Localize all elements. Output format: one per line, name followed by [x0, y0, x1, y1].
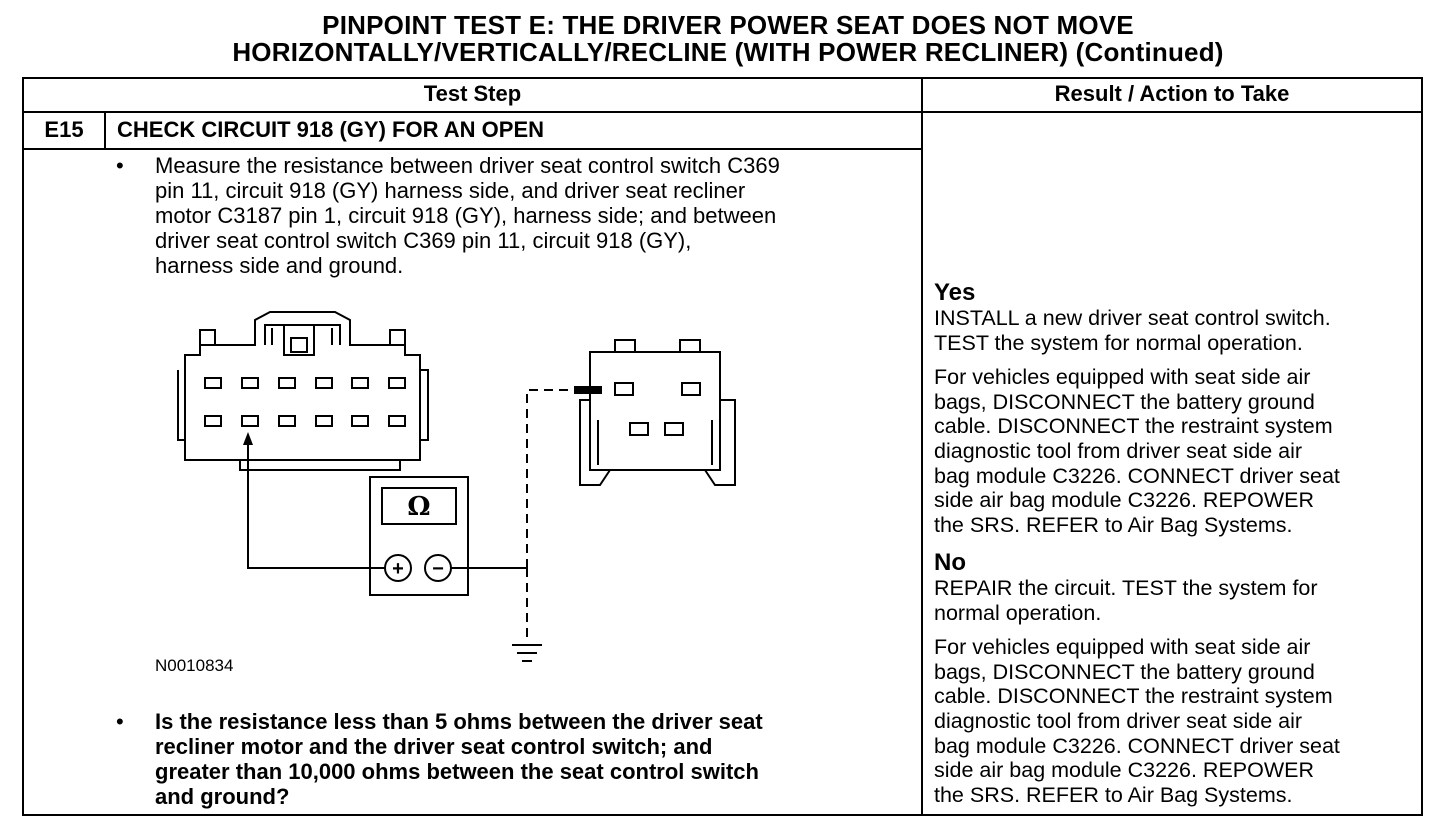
plus-sign: + — [392, 558, 404, 580]
recliner-motor-connector-c3187 — [579, 339, 736, 486]
step-id-divider — [104, 111, 106, 149]
question-line: and ground? — [155, 784, 290, 809]
no-note-line: side air bag module C3226. REPOWER — [934, 758, 1315, 783]
page-title-line-2: HORIZONTALLY/VERTICALLY/RECLINE (WITH PO… — [232, 37, 1224, 67]
instruction-line: Measure the resistance between driver se… — [155, 153, 780, 178]
ohm-symbol: Ω — [407, 492, 430, 522]
probe-tip-negative — [574, 386, 602, 394]
no-note-line: For vehicles equipped with seat side air — [934, 635, 1311, 660]
yes-note-line: side air bag module C3226. REPOWER — [934, 488, 1315, 513]
bullet-instruction: • — [116, 153, 124, 178]
instruction-line: pin 11, circuit 918 (GY) harness side, a… — [155, 178, 746, 203]
yes-note-line: bags, DISCONNECT the battery ground — [934, 389, 1315, 414]
no-note-line: cable. DISCONNECT the restraint system — [934, 684, 1333, 709]
minus-sign: − — [432, 558, 444, 580]
positive-lead — [247, 440, 385, 569]
figure-id: N0010834 — [155, 656, 234, 675]
dashed-lead-to-motor — [526, 389, 575, 568]
no-note-line: bags, DISCONNECT the battery ground — [934, 659, 1315, 684]
question-line: Is the resistance less than 5 ohms betwe… — [155, 709, 763, 734]
question-line: recliner motor and the driver seat contr… — [155, 734, 713, 759]
yes-note-line: cable. DISCONNECT the restraint system — [934, 414, 1333, 439]
step-title: CHECK CIRCUIT 918 (GY) FOR AN OPEN — [117, 117, 545, 142]
bullet-question: • — [116, 709, 124, 734]
result-no-block: No REPAIR the circuit. TEST the system f… — [934, 550, 1420, 807]
no-note-line: bag module C3226. CONNECT driver seat — [934, 733, 1340, 758]
yes-note-line: diagnostic tool from driver seat side ai… — [934, 438, 1303, 463]
result-yes-label: Yes — [934, 279, 976, 306]
instruction-line: driver seat control switch C369 pin 11, … — [155, 228, 692, 253]
yes-note-line: bag module C3226. CONNECT driver seat — [934, 463, 1340, 488]
yes-action-line: TEST the system for normal operation. — [934, 330, 1303, 355]
question-text: Is the resistance less than 5 ohms betwe… — [155, 709, 905, 809]
no-note-line: the SRS. REFER to Air Bag Systems. — [934, 782, 1293, 807]
question-line: greater than 10,000 ohms between the sea… — [155, 759, 759, 784]
no-action-line: REPAIR the circuit. TEST the system for — [934, 576, 1318, 600]
step-title-divider — [22, 148, 922, 150]
result-yes-block: Yes INSTALL a new driver seat control sw… — [934, 280, 1420, 537]
no-action-line: normal operation. — [934, 600, 1102, 625]
instruction-line: harness side and ground. — [155, 253, 404, 278]
instruction-text: Measure the resistance between driver se… — [155, 153, 905, 278]
header-divider — [22, 111, 1423, 113]
no-note-line: diagnostic tool from driver seat side ai… — [934, 708, 1303, 733]
header-test-step: Test Step — [423, 81, 522, 106]
result-no-label: No — [934, 549, 966, 576]
yes-note-line: the SRS. REFER to Air Bag Systems. — [934, 512, 1293, 537]
page-title-line-1: PINPOINT TEST E: THE DRIVER POWER SEAT D… — [322, 10, 1134, 40]
column-divider — [921, 77, 923, 816]
test-table — [22, 77, 1423, 816]
header-result-action: Result / Action to Take — [1054, 81, 1290, 106]
probe-tip-positive — [243, 432, 253, 445]
yes-note-line: For vehicles equipped with seat side air — [934, 365, 1311, 390]
step-id: E15 — [44, 117, 84, 142]
switch-connector-c369 — [177, 311, 429, 471]
instruction-line: motor C3187 pin 1, circuit 918 (GY), har… — [155, 203, 777, 228]
ground-symbol — [512, 644, 542, 662]
yes-action-line: INSTALL a new driver seat control switch… — [934, 306, 1331, 330]
